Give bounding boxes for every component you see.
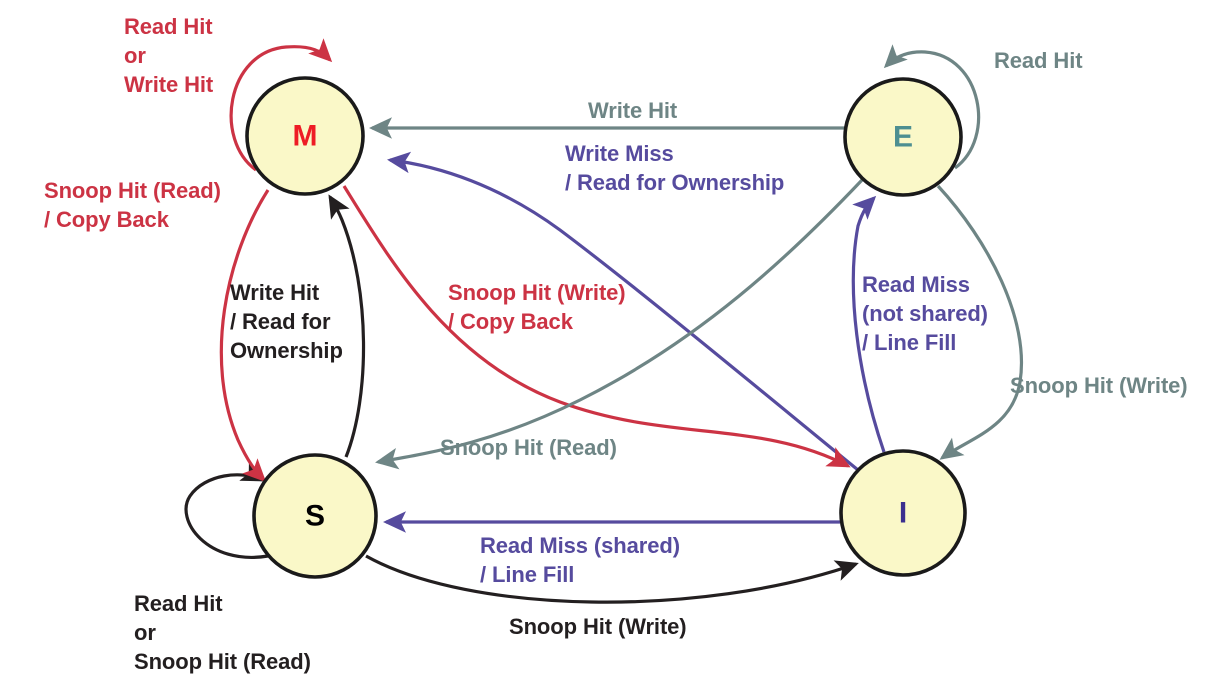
edge-label-m-to-i: Snoop Hit (Write) / Copy Back <box>448 280 626 334</box>
edge-label-e-to-s: Snoop Hit (Read) <box>440 435 617 460</box>
edge-e-self <box>883 44 981 170</box>
edge-e-to-i <box>936 184 1023 460</box>
edge-e-to-s <box>375 178 864 470</box>
state-label-i: I <box>899 497 907 530</box>
edge-m-to-i <box>342 185 851 468</box>
edge-label-i-to-e: Read Miss (not shared) / Line Fill <box>862 272 988 355</box>
state-label-e: E <box>893 121 913 154</box>
edge-s-to-i <box>365 554 859 604</box>
state-node-i[interactable] <box>839 449 967 577</box>
edge-label-e-self: Read Hit <box>994 48 1083 73</box>
state-node-m[interactable] <box>245 76 365 196</box>
state-node-s[interactable] <box>252 453 378 579</box>
edge-i-to-m <box>387 151 860 472</box>
state-node-e[interactable] <box>843 77 963 197</box>
state-label-s: S <box>305 500 325 533</box>
edge-label-e-to-i: Snoop Hit (Write) <box>1010 373 1188 398</box>
edge-label-i-to-s: Read Miss (shared) / Line Fill <box>480 533 680 587</box>
edge-label-i-to-m: Write Miss / Read for Ownership <box>565 141 785 195</box>
edge-m-self <box>229 38 333 172</box>
edge-m-to-s <box>219 189 270 483</box>
edge-s-to-m <box>328 194 366 458</box>
edge-label-s-to-i: Snoop Hit (Write) <box>509 614 687 639</box>
state-label-m: M <box>293 120 318 153</box>
edge-label-s-to-m: Write Hit / Read for Ownership <box>230 280 343 363</box>
edge-s-self <box>184 461 269 559</box>
edge-i-to-e <box>851 195 886 453</box>
edge-label-m-self: Read Hit or Write Hit <box>124 14 214 97</box>
edge-label-m-to-s: Snoop Hit (Read) / Copy Back <box>44 178 221 232</box>
edge-label-s-self: Read Hit or Snoop Hit (Read) <box>134 591 311 674</box>
edge-label-e-to-m: Write Hit <box>588 98 678 123</box>
